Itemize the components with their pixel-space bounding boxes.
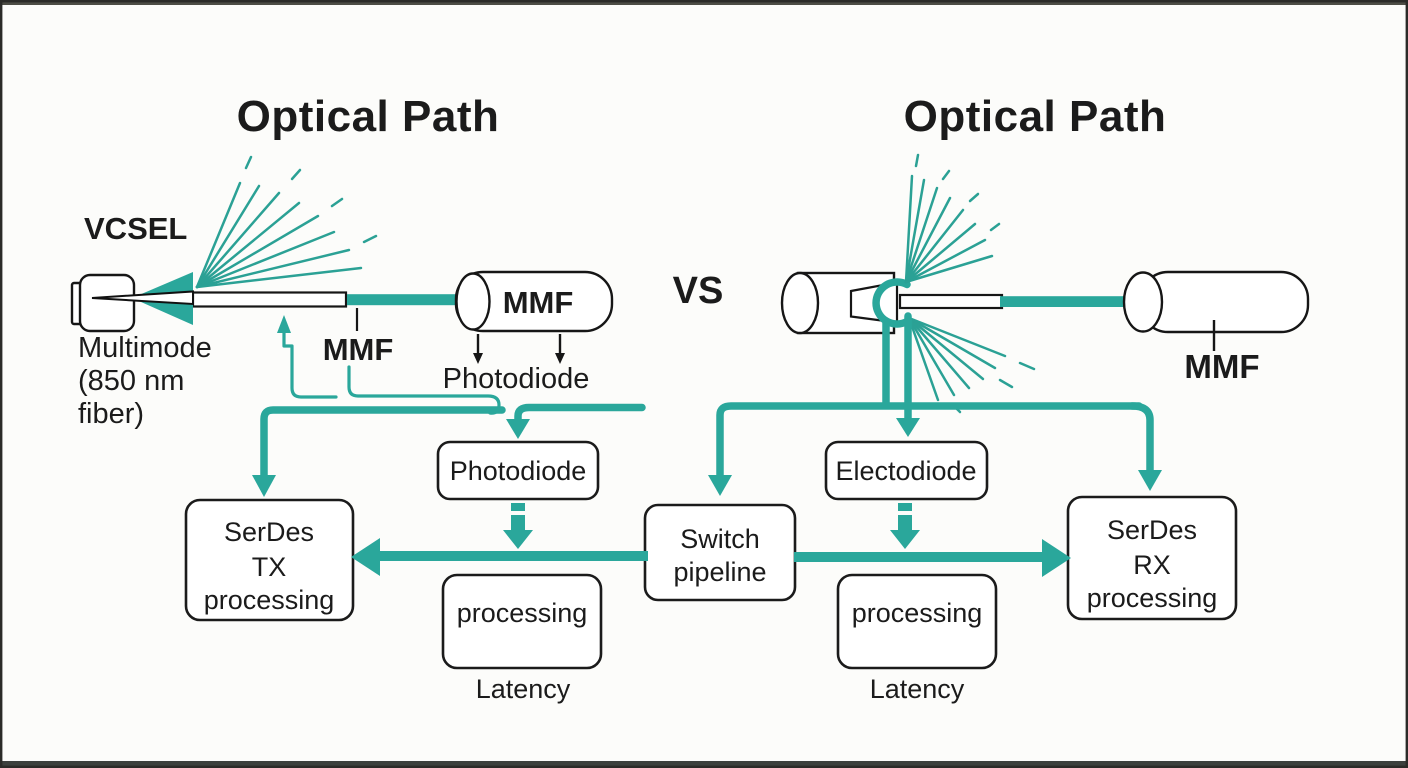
right-connector-cylinder-endcap <box>780 271 820 335</box>
processing-right-label: processing <box>852 598 983 628</box>
processing-left-label: processing <box>457 598 588 628</box>
flow-boxes-group: SerDes TX processing Photodiode processi… <box>184 440 1238 704</box>
right-cylinder-label: MMF <box>1184 348 1259 385</box>
serdes-tx-line-3: processing <box>204 585 335 615</box>
vcsel-package <box>78 273 136 333</box>
right-optics-group: MMF <box>780 153 1310 414</box>
serdes-rx-line-2: RX <box>1133 550 1171 580</box>
bus-to-serdes-rx <box>1128 402 1154 475</box>
left-ray-fan <box>195 155 378 289</box>
right-mmf-cylinder-endcap <box>1122 271 1164 333</box>
photodiode-pointer-arrows <box>473 334 565 364</box>
arrow-switch-to-serdes-tx <box>351 538 648 576</box>
dashed-arrow-right <box>890 503 920 549</box>
left-title: Optical Path <box>237 92 500 141</box>
frame-top-strip <box>0 0 1408 5</box>
right-connector-group <box>708 312 1162 496</box>
bus-to-electodiode-arrowhead <box>896 418 920 437</box>
bus-to-photodiode <box>514 403 646 425</box>
versus-label: VS <box>673 270 724 312</box>
bus-to-serdes-tx-arrowhead <box>252 475 276 497</box>
right-title: Optical Path <box>904 92 1167 141</box>
right-lower-ray-fan <box>907 316 1036 414</box>
left-fiber-label: MMF <box>323 332 394 367</box>
photodiode-box <box>436 440 600 501</box>
left-detector-caption: Photodiode <box>443 363 590 395</box>
left-fiber-core <box>346 294 462 306</box>
right-mmf-cylinder <box>1139 270 1310 334</box>
processing-left-box <box>441 573 603 670</box>
left-cylinder-label: MMF <box>503 285 574 320</box>
left-caption-line-2: (850 nm <box>78 365 184 397</box>
latency-right-label: Latency <box>870 674 965 704</box>
bus-to-switch-arrowhead <box>708 475 732 496</box>
vcsel-label: VCSEL <box>84 211 187 246</box>
bus-to-serdes-tx <box>260 406 506 481</box>
serdes-rx-line-1: SerDes <box>1107 515 1197 545</box>
electodiode-box-label: Electodiode <box>835 456 976 486</box>
left-optics-group: MMF MMF Photodiode VCSEL Multimode (850 … <box>70 155 614 430</box>
coupling-bulge <box>872 278 911 328</box>
photodiode-box-label: Photodiode <box>450 456 587 486</box>
frame-bottom-strip <box>0 761 1408 768</box>
serdes-rx-line-3: processing <box>1087 583 1218 613</box>
right-fiber-cladding <box>898 293 1004 310</box>
left-caption-line-1: Multimode <box>78 332 212 364</box>
right-fiber-core <box>1000 296 1147 307</box>
left-fiber-cladding <box>191 291 348 308</box>
serdes-tx-line-1: SerDes <box>224 517 314 547</box>
flow-arrows-group <box>351 503 1071 577</box>
switch-line-2: pipeline <box>673 557 766 587</box>
right-upper-ray-fan <box>904 153 1001 284</box>
left-connector-group <box>252 315 646 497</box>
arrow-switch-to-serdes-rx <box>794 539 1071 577</box>
left-mmf-cylinder-endcap <box>455 272 491 331</box>
vcsel-needle <box>91 290 194 306</box>
bus-to-photodiode-arrowhead <box>506 419 530 439</box>
electodiode-box <box>824 440 989 501</box>
processing-right-box <box>836 573 998 670</box>
bus-to-switch <box>716 402 1143 481</box>
bus-to-serdes-rx-arrowhead <box>1138 470 1162 491</box>
tap-up-arrowhead <box>277 315 291 333</box>
left-caption-line-3: fiber) <box>78 398 144 430</box>
switch-line-1: Switch <box>680 524 760 554</box>
serdes-tx-line-2: TX <box>252 552 287 582</box>
serdes-tx-box <box>184 498 355 622</box>
dashed-arrow-left <box>503 503 533 549</box>
latency-left-label: Latency <box>476 674 571 704</box>
tap-line-1 <box>282 329 338 399</box>
